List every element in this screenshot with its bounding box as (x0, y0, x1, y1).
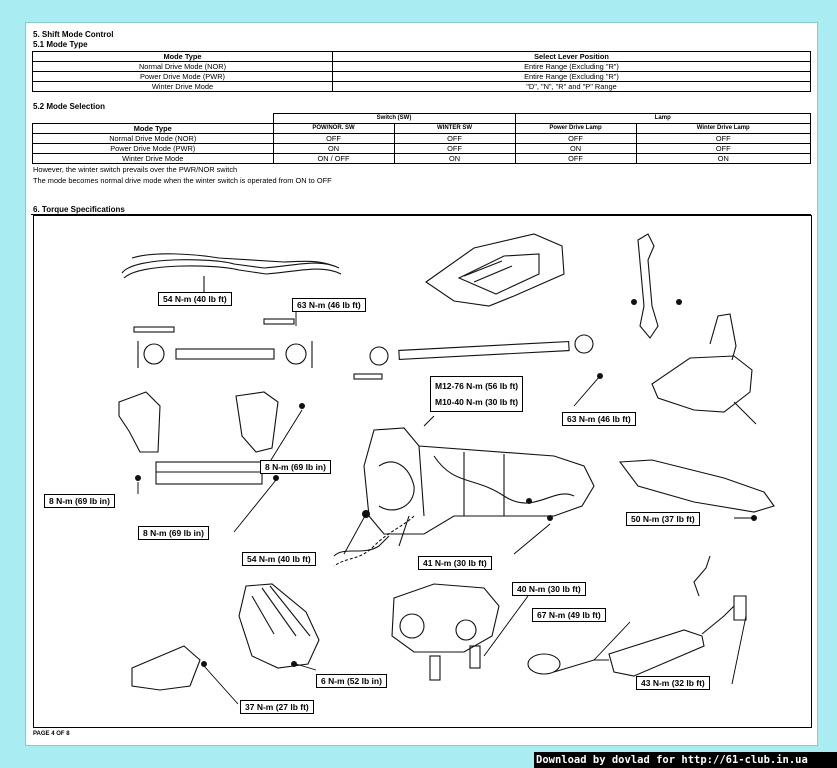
table-cell: Normal Drive Mode (NOR) (32, 61, 333, 72)
table-cell: ON (514, 143, 637, 154)
download-banner: Download by dovlad for http://61-club.in… (534, 752, 837, 768)
switch-group-header: Switch (SW) (272, 113, 516, 124)
table-row: Normal Drive Mode (NOR) Entire Range (Ex… (32, 61, 811, 72)
divider (31, 214, 811, 215)
table-cell: OFF (635, 133, 811, 144)
shift-lever (637, 233, 659, 339)
mode-selection-table: Switch (SW) Lamp Mode Type POW/NOR. SW W… (32, 113, 811, 164)
torque-diagram: 54 N-m (40 lb ft) 63 N-m (46 lb ft) M12-… (33, 215, 812, 728)
right-mount-bracket (235, 391, 279, 453)
table-header: Mode Type (32, 123, 274, 134)
torque-label: 67 N-m (49 lb ft) (532, 608, 606, 622)
table-cell: OFF (393, 133, 516, 144)
table-row: Winter Drive Mode "D", "N", "R" and "P" … (32, 81, 811, 92)
converter-cover (238, 583, 320, 669)
page-footer: PAGE 4 OF 8 (33, 731, 70, 737)
torque-label: 63 N-m (46 lb ft) (562, 412, 636, 426)
cooler-lines (121, 259, 340, 274)
section-5-1-title: 5.1 Mode Type (33, 40, 88, 49)
note-winter-switch: However, the winter switch prevails over… (33, 165, 238, 174)
table-row: Power Drive Mode (PWR) ON OFF ON OFF (32, 143, 811, 154)
table-header: Mode Type (32, 51, 333, 62)
section-6-title: 6. Torque Specifications (33, 205, 125, 214)
left-mount-bracket (118, 391, 161, 453)
section-5-2-title: 5.2 Mode Selection (33, 102, 106, 111)
transmission-housing (363, 427, 595, 535)
table-row: Normal Drive Mode (NOR) OFF OFF OFF OFF (32, 133, 811, 144)
torque-label: 8 N-m (69 lb in) (44, 494, 115, 508)
lamp-group-header: Lamp (514, 113, 811, 124)
torque-label: M10-40 N-m (30 lb ft) (435, 397, 519, 407)
table-cell: Winter Drive Mode (32, 153, 274, 164)
torque-label: M12-76 N-m (56 lb ft) (435, 381, 519, 391)
table-cell: OFF (272, 133, 395, 144)
shift-lever-base (651, 355, 753, 413)
torque-label-multi: M12-76 N-m (56 lb ft) M10-40 N-m (30 lb … (430, 376, 524, 412)
table-cell: ON (272, 143, 395, 154)
table-cell: OFF (514, 133, 637, 144)
table-cell: OFF (514, 153, 637, 164)
rear-propeller-shaft (398, 340, 570, 361)
table-cell: OFF (393, 143, 516, 154)
table-cell: ON (393, 153, 516, 164)
heat-shield (425, 233, 565, 307)
table-header: Power Drive Lamp (514, 123, 637, 134)
torque-label: 8 N-m (69 lb in) (260, 460, 331, 474)
catalytic-converter (608, 629, 705, 677)
table-cell: Entire Range (Excluding "R") (332, 61, 811, 72)
table-cell: Winter Drive Mode (32, 81, 333, 92)
torque-label: 41 N-m (30 lb ft) (418, 556, 492, 570)
table-row: Winter Drive Mode ON / OFF ON OFF ON (32, 153, 811, 164)
torque-label: 50 N-m (37 lb ft) (626, 512, 700, 526)
exploded-view-drawing (118, 233, 775, 705)
table-cell: OFF (635, 143, 811, 154)
torque-label: 40 N-m (30 lb ft) (512, 582, 586, 596)
crossmember (155, 461, 263, 485)
torque-label: 43 N-m (32 lb ft) (636, 676, 710, 690)
table-header: Winter Drive Lamp (635, 123, 811, 134)
torque-label: 6 N-m (52 lb in) (316, 674, 387, 688)
table-cell: Entire Range (Excluding "R") (332, 71, 811, 82)
table-cell: ON (635, 153, 811, 164)
table-cell: Power Drive Mode (PWR) (32, 143, 274, 154)
section-5-title: 5. Shift Mode Control (33, 30, 114, 39)
torque-label: 63 N-m (46 lb ft) (292, 298, 366, 312)
torque-label: 54 N-m (40 lb ft) (158, 292, 232, 306)
wiring-harness (333, 515, 415, 567)
extension-housing (391, 583, 500, 653)
rear-crossmember (618, 459, 775, 513)
front-propeller-shaft (175, 348, 275, 360)
torque-label: 8 N-m (69 lb in) (138, 526, 209, 540)
note-mode-reset: The mode becomes normal drive mode when … (33, 176, 332, 185)
table-header: Select Lever Position (332, 51, 811, 62)
table-cell: Normal Drive Mode (NOR) (32, 133, 274, 144)
table-header: POW/NOR. SW (272, 123, 395, 134)
table-row: Power Drive Mode (PWR) Entire Range (Exc… (32, 71, 811, 82)
table-cell: ON / OFF (272, 153, 395, 164)
table-cell: Power Drive Mode (PWR) (32, 71, 333, 82)
table-header: WINTER SW (393, 123, 516, 134)
torque-label: 54 N-m (40 lb ft) (242, 552, 316, 566)
mode-type-table: Mode Type Select Lever Position Normal D… (32, 51, 811, 92)
torque-label: 37 N-m (27 lb ft) (240, 700, 314, 714)
document-page: 5. Shift Mode Control 5.1 Mode Type Mode… (25, 22, 818, 746)
side-bracket (131, 645, 201, 691)
table-cell: "D", "N", "R" and "P" Range (332, 81, 811, 92)
